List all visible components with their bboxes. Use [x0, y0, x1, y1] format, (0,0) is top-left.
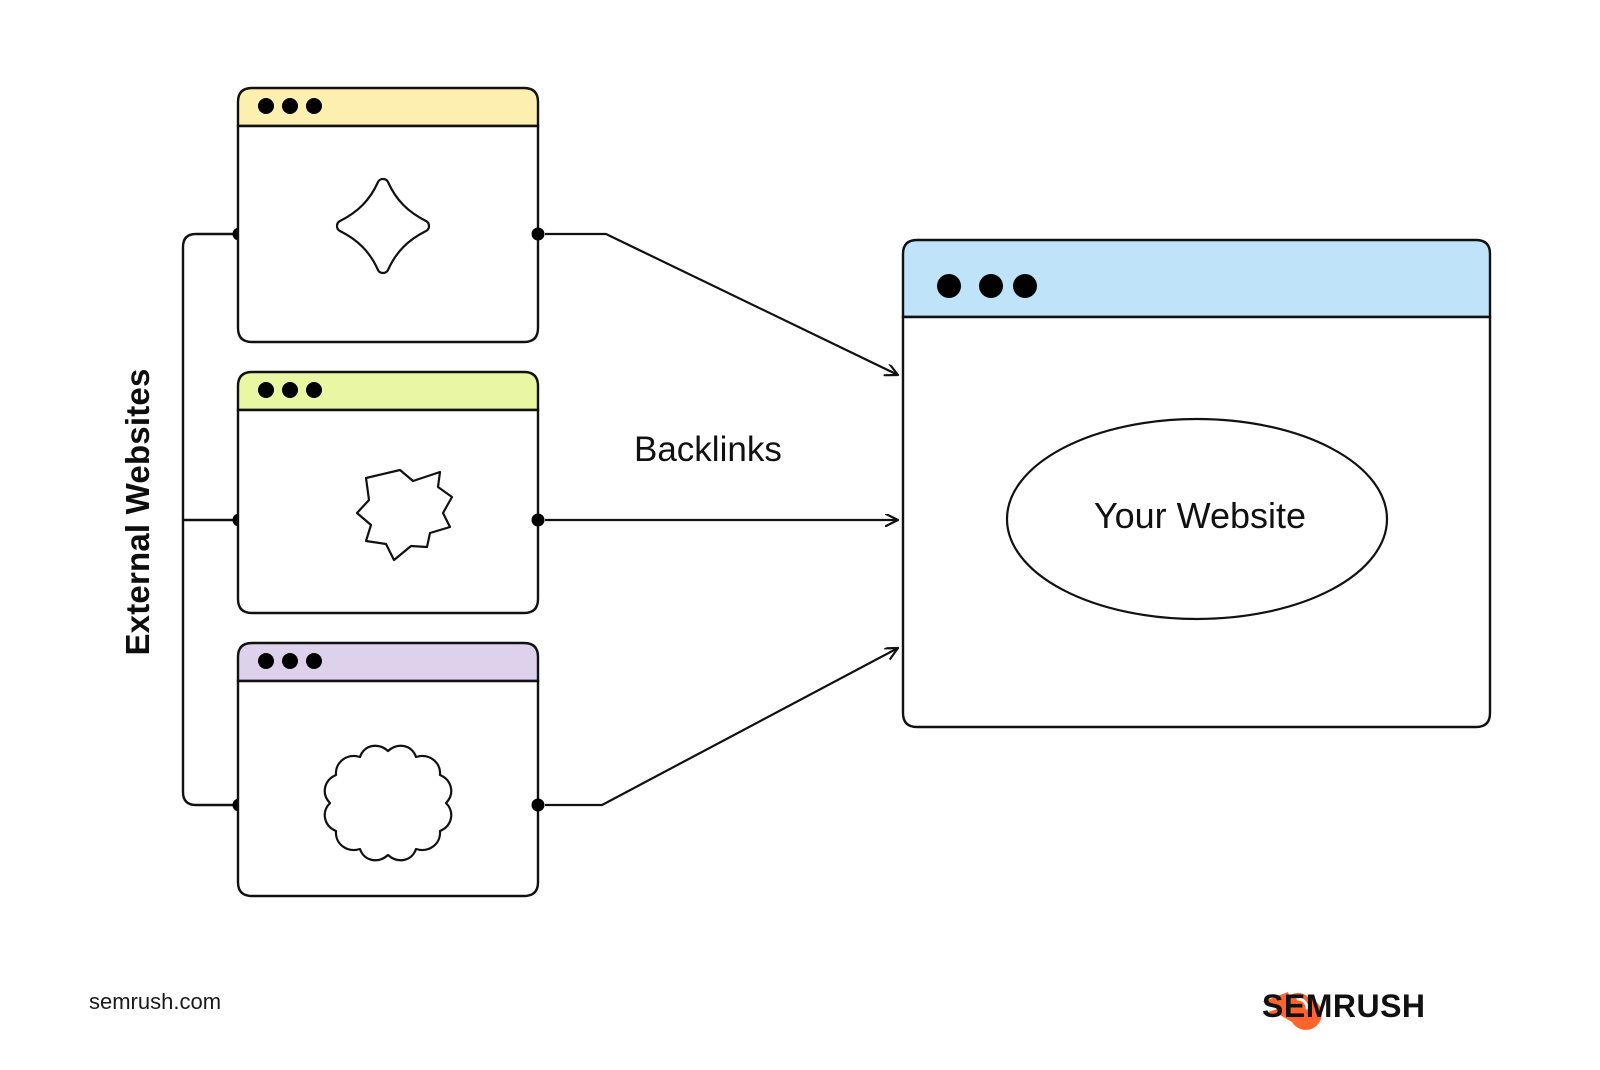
backlinks-label: Backlinks — [634, 430, 782, 469]
backlink-arrows — [545, 232, 898, 807]
semrush-logo-mark — [1262, 992, 1322, 1030]
external-websites-axis-label: External Websites — [119, 368, 156, 656]
blob-shape — [355, 468, 454, 562]
external-website-1[interactable] — [236, 86, 545, 344]
external-website-1-titlebar — [236, 86, 540, 128]
your-website-label: Your Website — [1093, 495, 1307, 536]
external-website-3[interactable] — [236, 641, 545, 898]
window-dots-icon — [258, 382, 322, 398]
your-website-titlebar — [901, 238, 1492, 319]
your-website-ellipse — [1005, 417, 1389, 621]
external-website-1-output-node — [531, 227, 545, 241]
external-website-3-output-node — [531, 798, 545, 812]
your-website-body — [901, 315, 1492, 729]
semrush-logo: SEMRUSH — [1262, 985, 1426, 1027]
external-website-3-body — [236, 679, 540, 898]
backlink-arrow-3 — [545, 648, 898, 807]
external-websites-bracket — [181, 227, 246, 812]
external-website-2-titlebar — [236, 370, 540, 412]
semrush-wordmark: SEMRUSH — [1262, 987, 1426, 1024]
external-website-2-output-node — [531, 513, 545, 527]
window-dots-icon — [258, 653, 322, 669]
external-website-2[interactable] — [236, 370, 545, 615]
window-dots-icon — [258, 98, 322, 114]
window-dots-icon — [937, 274, 1037, 298]
external-website-2-body — [236, 408, 540, 615]
external-website-3-titlebar — [236, 641, 540, 683]
your-website-window[interactable] — [901, 238, 1492, 729]
flower-scallop-shape — [323, 744, 453, 862]
diamond-star-shape — [335, 177, 431, 275]
backlink-arrow-1 — [545, 232, 898, 375]
external-website-1-body — [236, 124, 540, 344]
footer-source-url: semrush.com — [89, 989, 222, 1014]
